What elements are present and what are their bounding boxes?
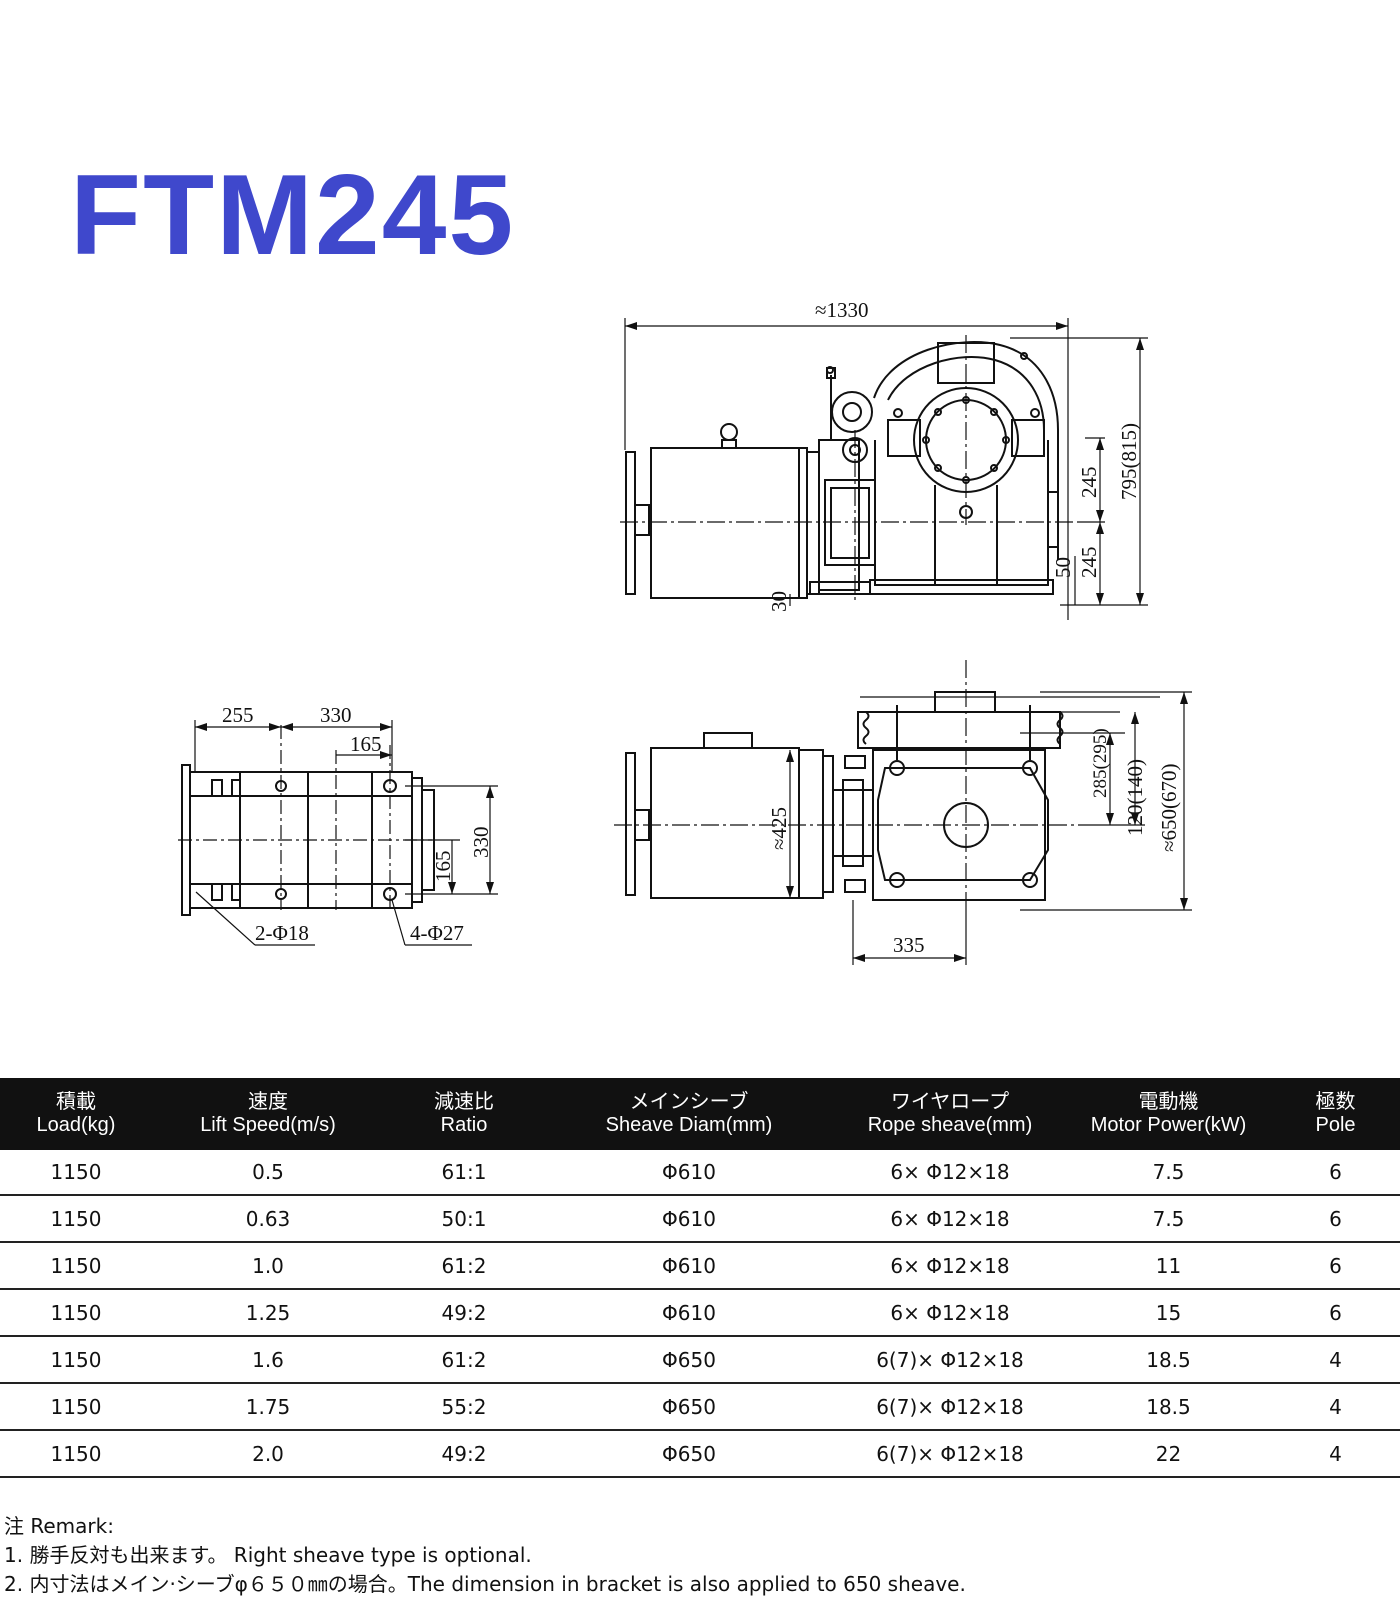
cell-motor: 7.5 <box>1066 1195 1271 1243</box>
dim-lower-center: 245 <box>1077 547 1101 579</box>
page-title: FTM245 <box>70 152 516 279</box>
cell-pole: 4 <box>1271 1430 1400 1478</box>
cell-sheave: Φ650 <box>544 1430 834 1478</box>
dim-hole-large: 4-Φ27 <box>410 921 464 945</box>
cell-ratio: 49:2 <box>384 1430 544 1478</box>
technical-drawing: ≈1330 795(815) 245 245 50 30 255 330 165… <box>178 298 1192 965</box>
cell-rope: 6× Φ12×18 <box>834 1195 1066 1243</box>
dim-base-w1: 255 <box>222 703 254 727</box>
dim-base-w2: 330 <box>320 703 352 727</box>
table-row: 1150 1.0 61:2 Φ610 6× Φ12×18 11 6 <box>0 1242 1400 1290</box>
cell-speed: 0.63 <box>152 1195 384 1243</box>
cell-pole: 6 <box>1271 1289 1400 1337</box>
cell-load: 1150 <box>0 1430 152 1478</box>
cell-load: 1150 <box>0 1383 152 1431</box>
dim-base-h1: 330 <box>469 827 493 859</box>
table-row: 1150 2.0 49:2 Φ650 6(7)× Φ12×18 22 4 <box>0 1430 1400 1478</box>
cell-rope: 6(7)× Φ12×18 <box>834 1383 1066 1431</box>
remark-line-1: 1. 勝手反対も出来ます。 Right sheave type is optio… <box>4 1543 532 1567</box>
cell-load: 1150 <box>0 1195 152 1243</box>
dim-depth-285: 285(295) <box>1090 728 1111 798</box>
dim-base-height: 30 <box>767 591 791 612</box>
cell-sheave: Φ650 <box>544 1336 834 1384</box>
cell-rope: 6× Φ12×18 <box>834 1242 1066 1290</box>
cell-speed: 1.6 <box>152 1336 384 1384</box>
dim-depth-425: ≈425 <box>767 807 791 850</box>
cell-load: 1150 <box>0 1336 152 1384</box>
cell-ratio: 61:2 <box>384 1336 544 1384</box>
cell-motor: 11 <box>1066 1242 1271 1290</box>
cell-ratio: 50:1 <box>384 1195 544 1243</box>
dim-hole-small: 2-Φ18 <box>255 921 309 945</box>
table-row: 1150 1.6 61:2 Φ650 6(7)× Φ12×18 18.5 4 <box>0 1336 1400 1384</box>
dim-base-h2: 165 <box>431 851 455 883</box>
cell-speed: 0.5 <box>152 1150 384 1196</box>
cell-motor: 18.5 <box>1066 1336 1271 1384</box>
cell-sheave: Φ650 <box>544 1383 834 1431</box>
cell-pole: 4 <box>1271 1383 1400 1431</box>
cell-rope: 6× Φ12×18 <box>834 1150 1066 1196</box>
cell-load: 1150 <box>0 1289 152 1337</box>
table-row: 1150 1.25 49:2 Φ610 6× Φ12×18 15 6 <box>0 1289 1400 1337</box>
cell-load: 1150 <box>0 1242 152 1290</box>
cell-speed: 1.25 <box>152 1289 384 1337</box>
table-row: 1150 0.63 50:1 Φ610 6× Φ12×18 7.5 6 <box>0 1195 1400 1243</box>
cell-ratio: 49:2 <box>384 1289 544 1337</box>
dim-base-offset: 50 <box>1051 557 1075 578</box>
dim-depth-120: 120(140) <box>1123 759 1147 836</box>
cell-ratio: 61:2 <box>384 1242 544 1290</box>
table-row: 1150 0.5 61:1 Φ610 6× Φ12×18 7.5 6 <box>0 1150 1400 1196</box>
cell-pole: 6 <box>1271 1242 1400 1290</box>
cell-sheave: Φ610 <box>544 1150 834 1196</box>
cell-rope: 6(7)× Φ12×18 <box>834 1336 1066 1384</box>
dim-height-total: 795(815) <box>1117 423 1141 500</box>
cell-ratio: 61:1 <box>384 1150 544 1196</box>
cell-sheave: Φ610 <box>544 1242 834 1290</box>
dim-width-335: 335 <box>893 933 925 957</box>
table-row: 1150 1.75 55:2 Φ650 6(7)× Φ12×18 18.5 4 <box>0 1383 1400 1431</box>
cell-ratio: 55:2 <box>384 1383 544 1431</box>
remark-line-2: 2. 内寸法はメイン·シーブφ６５０㎜の場合。The dimension in … <box>4 1572 966 1596</box>
cell-motor: 15 <box>1066 1289 1271 1337</box>
cell-speed: 2.0 <box>152 1430 384 1478</box>
cell-rope: 6(7)× Φ12×18 <box>834 1430 1066 1478</box>
cell-sheave: Φ610 <box>544 1289 834 1337</box>
cell-rope: 6× Φ12×18 <box>834 1289 1066 1337</box>
dim-upper-center: 245 <box>1077 467 1101 499</box>
dim-base-w3: 165 <box>350 732 382 756</box>
dim-total-length: ≈1330 <box>815 298 869 322</box>
remarks: 注 Remark: 1. 勝手反対も出来ます。 Right sheave typ… <box>4 1512 966 1599</box>
cell-pole: 4 <box>1271 1336 1400 1384</box>
cell-speed: 1.0 <box>152 1242 384 1290</box>
cell-pole: 6 <box>1271 1150 1400 1196</box>
cell-motor: 7.5 <box>1066 1150 1271 1196</box>
cell-motor: 22 <box>1066 1430 1271 1478</box>
dim-depth-650: ≈650(670) <box>1157 763 1181 852</box>
cell-load: 1150 <box>0 1150 152 1196</box>
remark-heading: 注 Remark: <box>4 1514 114 1538</box>
cell-sheave: Φ610 <box>544 1195 834 1243</box>
cell-pole: 6 <box>1271 1195 1400 1243</box>
cell-motor: 18.5 <box>1066 1383 1271 1431</box>
cell-speed: 1.75 <box>152 1383 384 1431</box>
